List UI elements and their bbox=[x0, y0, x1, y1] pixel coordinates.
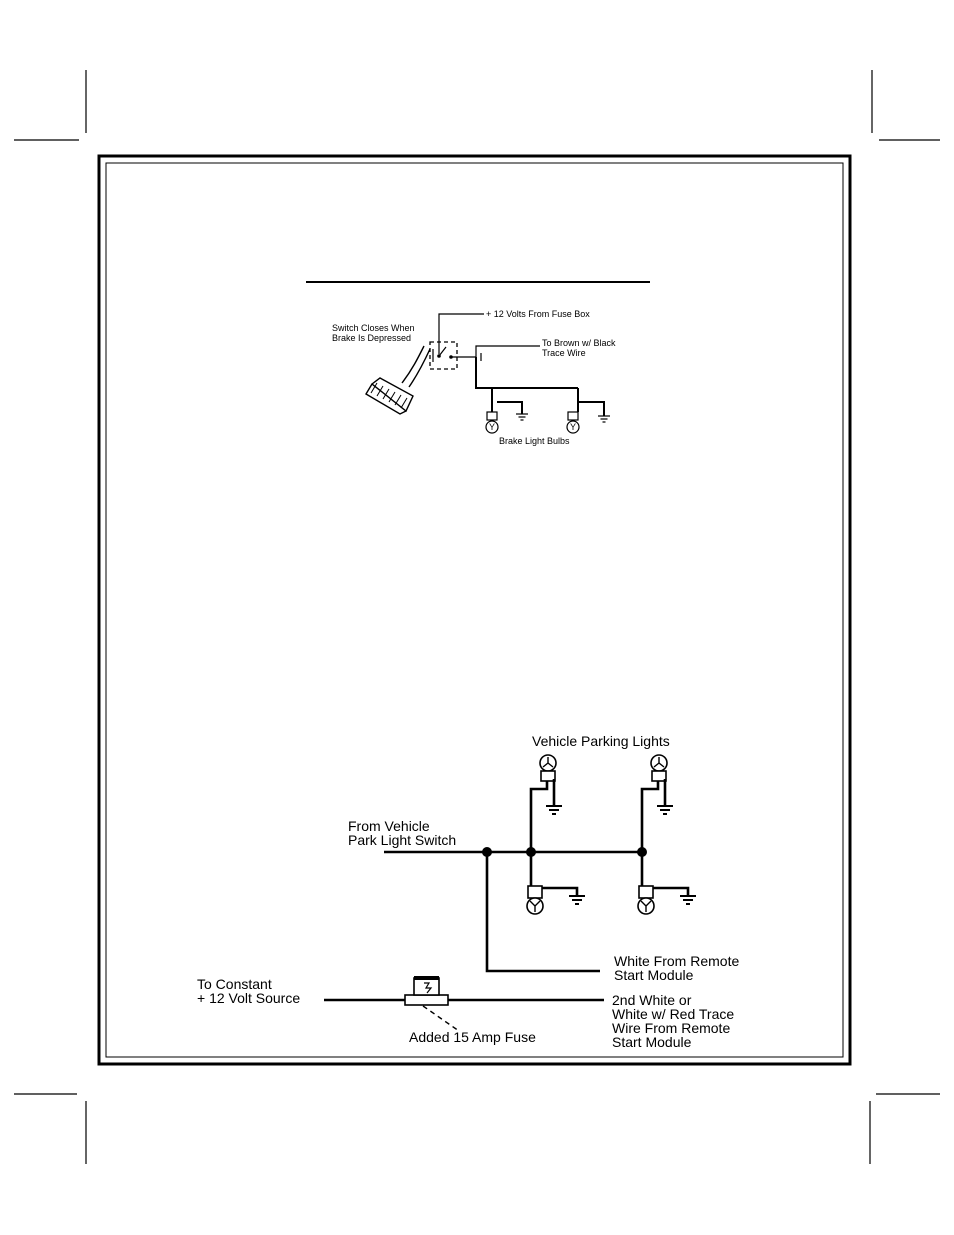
bulb-icon bbox=[485, 411, 499, 434]
fuse-label: Added 15 Amp Fuse bbox=[409, 1029, 536, 1045]
parking-light-diagram: Vehicle Parking Lights From Vehicle Park… bbox=[197, 733, 739, 1050]
bulb-glyph: Y bbox=[570, 422, 576, 432]
second-white-label-line2: White w/ Red Trace bbox=[612, 1006, 734, 1022]
white-wire-label-line2: Start Module bbox=[614, 967, 694, 983]
inner-frame bbox=[105, 162, 844, 1058]
parking-lights-label: Vehicle Parking Lights bbox=[532, 733, 670, 749]
white-wire-label-line1: White From Remote bbox=[614, 953, 739, 969]
ground-icon bbox=[657, 805, 673, 815]
switch-label-line2: Brake Is Depressed bbox=[332, 333, 411, 343]
switch-label-line1: Switch Closes When bbox=[332, 323, 415, 333]
brake-bulbs-label: Brake Light Bulbs bbox=[499, 436, 570, 446]
second-white-label-line4: Start Module bbox=[612, 1034, 692, 1050]
switch-icon bbox=[429, 341, 458, 370]
second-white-label-line3: Wire From Remote bbox=[612, 1020, 730, 1036]
brown-wire-label-line2: Trace Wire bbox=[542, 348, 586, 358]
bulb-icon bbox=[539, 754, 557, 782]
ground-icon bbox=[546, 805, 562, 815]
ground-icon bbox=[569, 895, 585, 905]
brake-light-diagram: Y Y bbox=[332, 309, 616, 446]
outer-frame bbox=[97, 154, 852, 1066]
bulb-icon bbox=[526, 885, 544, 915]
bulb-glyph: Y bbox=[489, 422, 495, 432]
park-switch-label-line2: Park Light Switch bbox=[348, 832, 456, 848]
ground-icon bbox=[680, 895, 696, 905]
fuse-icon bbox=[404, 976, 449, 1006]
fuse-box-label: + 12 Volts From Fuse Box bbox=[486, 309, 590, 319]
brown-wire-label-line1: To Brown w/ Black bbox=[542, 338, 616, 348]
bulb-icon bbox=[566, 411, 580, 434]
crop-marks bbox=[14, 70, 940, 1164]
brake-pedal-icon bbox=[365, 345, 431, 415]
constant-source-label-line2: + 12 Volt Source bbox=[197, 990, 300, 1006]
ground-icon bbox=[598, 415, 610, 423]
second-white-label-line1: 2nd White or bbox=[612, 992, 692, 1008]
bulb-icon bbox=[637, 885, 655, 915]
ground-icon bbox=[516, 413, 528, 421]
bulb-icon bbox=[650, 754, 668, 782]
park-switch-label-line1: From Vehicle bbox=[348, 818, 430, 834]
constant-source-label-line1: To Constant bbox=[197, 976, 272, 992]
